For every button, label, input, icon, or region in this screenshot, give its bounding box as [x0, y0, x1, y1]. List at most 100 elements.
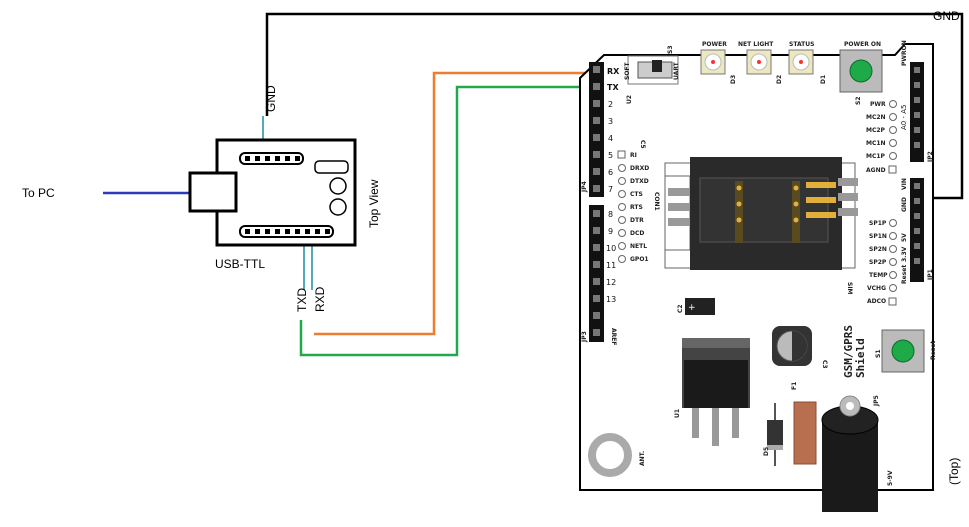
pwron-label: PWRON: [901, 40, 908, 66]
status-led: [799, 60, 803, 64]
switch-soft-label: SOFT: [624, 61, 631, 80]
usb-ttl-module: [188, 138, 357, 247]
pin-label: 11: [606, 261, 616, 270]
net-led: [757, 60, 761, 64]
reset-button: S1 Reset: [875, 329, 937, 373]
digital-pins-bottom: 8 9 10 11 12 13: [606, 210, 616, 304]
right-signals-bottom: SP1P SP1N SP2N SP2P TEMP VCHG ADCO: [867, 219, 897, 306]
power-on-label: POWER ON: [844, 41, 881, 48]
signal-label: CTS: [630, 191, 643, 198]
pin-label: 9: [608, 227, 613, 236]
signal-label: NETL: [630, 243, 647, 250]
right-signals-top: PWR MC2N MC2P MC1N MC1P AGND: [866, 100, 897, 174]
c5-label: C5: [639, 140, 646, 149]
board-title-line2: Shield: [854, 338, 867, 378]
signal-label: AGND: [866, 167, 886, 174]
5v-label: 5V: [901, 233, 908, 242]
signal-label: SP1P: [869, 220, 887, 227]
d5-label: D5: [763, 447, 770, 456]
u1-label: U1: [674, 409, 681, 418]
usb-ttl-label: USB-TTL: [215, 257, 265, 271]
signal-label: DTR: [630, 217, 644, 224]
sim-label: SIM: [846, 282, 853, 295]
d3-label: D3: [730, 75, 737, 84]
pin-label: 12: [606, 278, 616, 287]
signal-label: MC2P: [866, 127, 886, 134]
signal-label: TEMP: [869, 272, 888, 279]
reset-header-label: Reset: [901, 265, 908, 284]
signal-label: MC1N: [866, 140, 886, 147]
signal-label: SP2N: [869, 246, 887, 253]
pin-label: 4: [608, 134, 613, 143]
top-view-label: Top View: [367, 179, 381, 228]
u2-label: U2: [626, 95, 633, 104]
gnd-wire: [265, 12, 964, 200]
jp3-label: JP3: [581, 331, 588, 343]
digital-pins-top: 2 3 4 5 6 7: [608, 100, 613, 194]
pin-label: 5: [608, 151, 613, 160]
pin-label: 8: [608, 210, 613, 219]
signal-label: DRXD: [630, 165, 649, 172]
gsm-shield: RX TX 2 3 4 5 6 7 8 9 10 11 12 13 JP4 JP…: [579, 40, 937, 512]
con1-label: CON1: [653, 192, 660, 211]
usb-led-1: [329, 177, 347, 195]
jp4-label: JP4: [581, 181, 588, 193]
svg-text:+: +: [688, 303, 696, 313]
signal-label: ADCO: [867, 298, 886, 305]
power-on-button: POWER ON S2: [839, 41, 883, 106]
rx-label: RX: [607, 67, 620, 76]
net-light-label: NET LIGHT: [738, 41, 774, 48]
signal-label: SP1N: [869, 233, 887, 240]
pin-label: 7: [608, 185, 613, 194]
to-pc-label: To PC: [22, 186, 55, 200]
signal-label: MC1P: [866, 153, 886, 160]
usb-connector: [188, 171, 238, 213]
header-jp3: [589, 205, 604, 342]
rxd-label: RXD: [313, 286, 327, 312]
usb-led-2: [329, 198, 347, 216]
aref-label: AREF: [610, 328, 617, 345]
c3-label: C3: [821, 360, 828, 369]
top-orientation-label: (Top): [947, 458, 961, 485]
signal-label: VCHG: [867, 285, 886, 292]
u1-regulator: U1: [674, 338, 750, 446]
c2-capacitor: C2 +: [677, 298, 715, 315]
reset-button-label: Reset: [930, 341, 937, 360]
d1-label: D1: [820, 75, 827, 84]
dc-jack: JP5 5-9V: [821, 395, 894, 512]
s3-switch: S3 U2 SOFT UART: [624, 46, 680, 105]
signal-label: DTXD: [630, 178, 649, 185]
f1-fuse: F1: [791, 382, 817, 465]
power-led-label: POWER: [702, 41, 727, 48]
gnd-header-label: GND: [901, 197, 908, 212]
switch-uart-label: UART: [673, 61, 680, 80]
tx-wire: [299, 85, 594, 357]
d5-diode: D5: [763, 403, 783, 466]
usb-chip: [314, 160, 349, 174]
ant-label: ANT.: [639, 451, 646, 466]
sim-holder: CON1 SIM: [653, 157, 858, 295]
c3-capacitor: C3: [772, 326, 828, 369]
pin-label: 6: [608, 168, 613, 177]
pin-label: 2: [608, 100, 613, 109]
board-title-line1: GSM/GPRS: [842, 325, 855, 378]
pin-label: 10: [606, 244, 616, 253]
status-leds: POWER NET LIGHT STATUS D3 D2 D1: [700, 41, 827, 84]
pin-label: 13: [606, 295, 616, 304]
signal-label: DCD: [630, 230, 644, 237]
signal-label: MC2N: [866, 114, 886, 121]
gnd-top-label: GND: [933, 9, 960, 23]
header-jp4: [589, 62, 604, 197]
s2-label: S2: [855, 97, 862, 106]
txd-label: TXD: [295, 288, 309, 312]
signal-label: PWR: [870, 101, 886, 108]
jp1-label: JP1: [927, 269, 934, 281]
jp5-label: JP5: [873, 395, 880, 407]
tx-label: TX: [607, 83, 619, 92]
usb-gnd-label: GND: [264, 85, 278, 112]
s3-label: S3: [667, 46, 674, 55]
s1-label: S1: [875, 350, 882, 359]
signal-label: RTS: [630, 204, 643, 211]
jp2-label: JP2: [927, 151, 934, 163]
3v3-label: 3.3V: [901, 246, 908, 262]
